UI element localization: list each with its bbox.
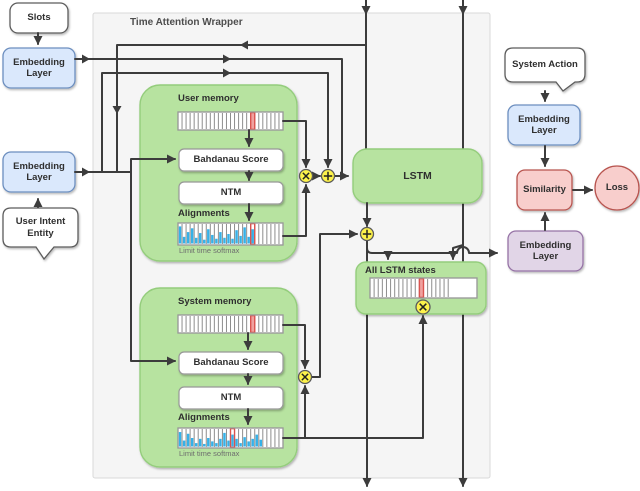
user-multiply-operator (298, 168, 314, 184)
edge-system-alignments-states-multiply (289, 315, 428, 439)
edge-state-allstates (448, 239, 464, 260)
mid-arrow-right-4 (82, 167, 90, 177)
mid-arrow-right-3 (223, 68, 231, 78)
embedding-layer-1-node (2, 47, 76, 89)
embedding-layer-2-node (2, 151, 76, 193)
lstm-box (352, 148, 483, 204)
user-add-operator (320, 168, 336, 184)
similarity-node (516, 169, 573, 211)
midline-arrowheads (82, 40, 248, 177)
edge-system-memory-multiply (282, 324, 310, 369)
states-multiply-operator (415, 299, 431, 315)
user-alignments-bar (177, 222, 284, 246)
edge-embedding2-user-bahdanau (130, 154, 176, 173)
edge-embedding2-adder (101, 72, 333, 173)
system-memory-bar (177, 314, 284, 334)
user-ntm-box (178, 181, 284, 205)
edge-state-feedback (116, 44, 367, 173)
user-memory-bar (177, 111, 284, 131)
mid-arrow-right-2 (223, 54, 231, 64)
loss-node (594, 165, 640, 211)
user-bahdanau-box (178, 148, 284, 172)
system-action-bubble (504, 47, 586, 92)
edge-embedding1-lstm (74, 58, 343, 177)
system-alignments-bar (177, 427, 284, 449)
diagram-edges (33, 32, 593, 439)
embedding-layer-4-node (507, 230, 584, 272)
inner-boxes (178, 148, 284, 410)
main-add-operator (359, 226, 375, 242)
system-multiply-operator (297, 369, 313, 385)
system-bahdanau-box (178, 351, 284, 375)
operator-nodes (297, 168, 431, 385)
edge-user-alignments-multiply (282, 184, 311, 237)
user-intent-entity-bubble (2, 207, 79, 261)
system-ntm-box (178, 386, 284, 410)
all-lstm-states-bar (369, 277, 478, 299)
embedding-layer-3-node (507, 104, 581, 146)
slots-node (9, 2, 69, 34)
mid-arrow-right-1 (82, 54, 90, 64)
mid-arrow-down-1 (112, 106, 122, 114)
edge-system-multiply-adder (311, 229, 358, 378)
mid-arrow-left-1 (240, 40, 248, 50)
edge-user-memory-multiply (282, 120, 311, 168)
edge-embedding2-system-bahdanau (130, 171, 176, 366)
